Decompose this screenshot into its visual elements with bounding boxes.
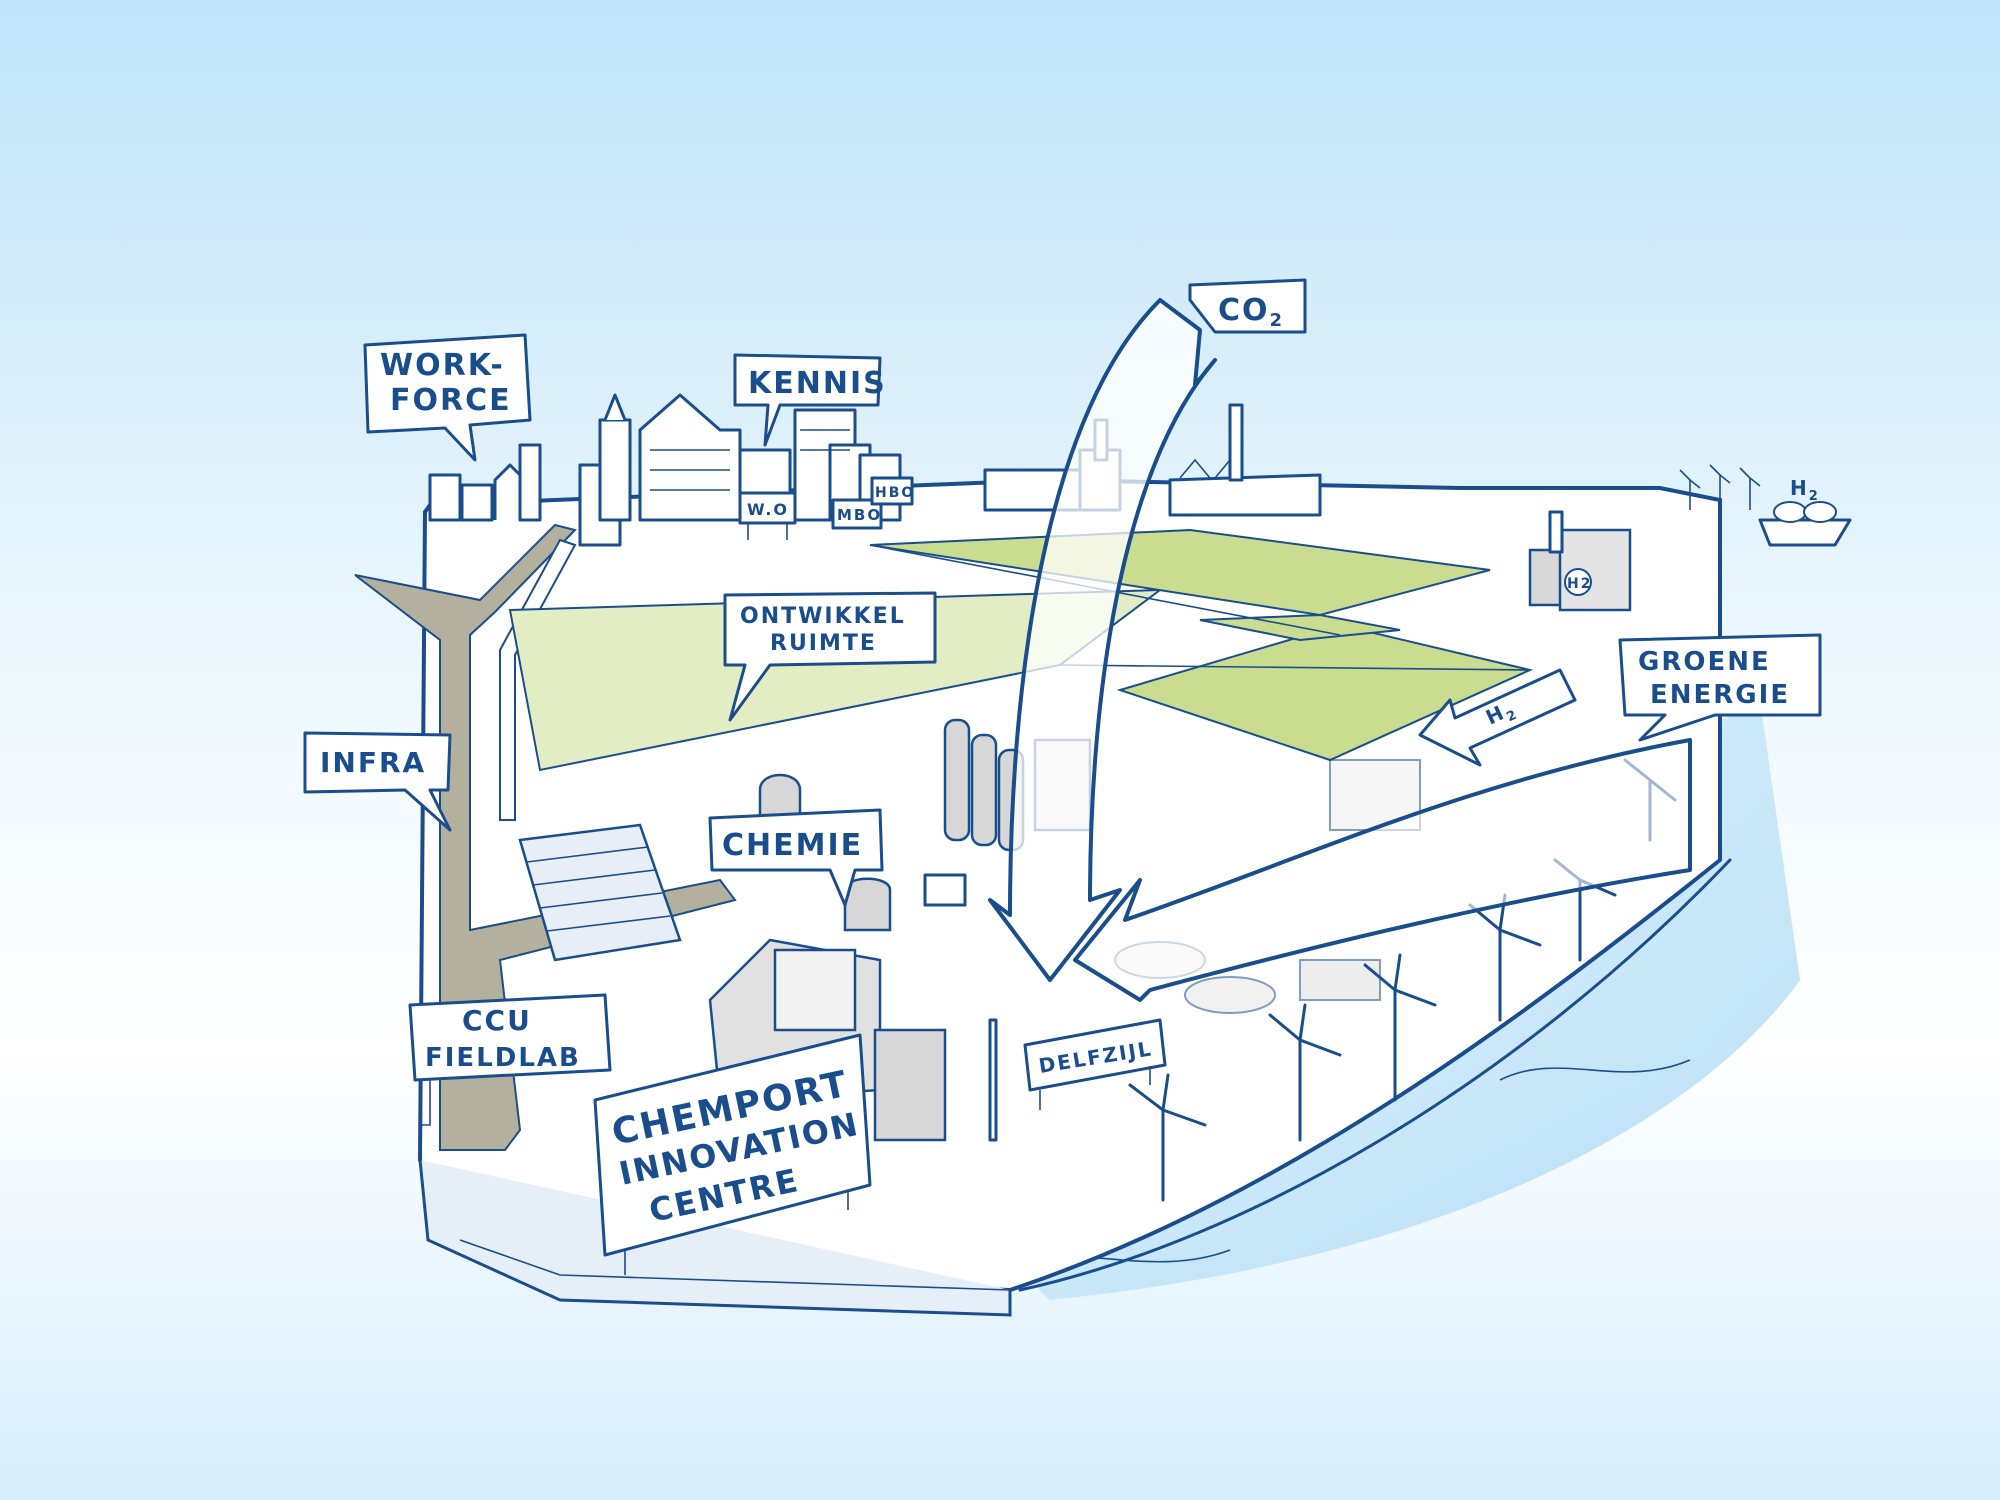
co2-arrow bbox=[988, 298, 1217, 982]
ccu-fieldlab-sign: CCU FIELDLAB bbox=[408, 993, 612, 1126]
mbo-label: MBO bbox=[837, 506, 882, 524]
ccu-label-line2: FIELDLAB bbox=[425, 1043, 581, 1073]
co2-label: CO bbox=[1218, 293, 1270, 328]
groene-label-line1: GROENE bbox=[1638, 647, 1771, 677]
kennis-label: KENNIS bbox=[748, 366, 887, 401]
delfzijl-sign: DELFZIJL bbox=[1023, 1018, 1167, 1110]
workforce-label-line2: FORCE bbox=[390, 383, 512, 418]
chemie-label: CHEMIE bbox=[722, 828, 863, 863]
ontwikkel-ruimte-sign: ONTWIKKEL RUIMTE bbox=[723, 591, 937, 722]
development-fields bbox=[508, 528, 1534, 772]
hbo-sign: HBO bbox=[870, 476, 915, 506]
chemie-sign: CHEMIE bbox=[708, 808, 884, 907]
infra-sign: INFRA bbox=[303, 731, 452, 832]
wo-sign: W.O bbox=[738, 491, 797, 540]
h2-plant: H2 bbox=[1528, 510, 1632, 612]
h2-boat: H2 bbox=[1758, 476, 1852, 547]
workforce-label-line1: WORK- bbox=[380, 348, 505, 383]
mbo-sign: MBO bbox=[831, 498, 883, 530]
chemport-innovation-centre-sign: CHEMPORT INNOVATION CENTRE bbox=[593, 1033, 872, 1275]
h2-boat-subscript: 2 bbox=[1809, 489, 1820, 504]
svg-text:CO2: CO2 bbox=[1218, 293, 1284, 331]
hbo-label: HBO bbox=[875, 485, 915, 501]
h2-tank-label: H2 bbox=[1567, 576, 1592, 592]
svg-text:H2: H2 bbox=[1790, 476, 1820, 504]
green-energy-arrow bbox=[1018, 738, 1732, 1292]
ontwikkel-label-line2: RUIMTE bbox=[770, 631, 877, 656]
groene-label-line2: ENERGIE bbox=[1650, 680, 1790, 710]
h2-boat-label: H bbox=[1790, 476, 1809, 500]
ontwikkel-label-line1: ONTWIKKEL bbox=[740, 604, 906, 629]
greenhouses bbox=[518, 823, 682, 962]
offshore-turbines bbox=[1679, 464, 1761, 510]
wo-label: W.O bbox=[747, 500, 789, 519]
kennis-sign: KENNIS bbox=[733, 353, 887, 447]
ccu-label-line1: CCU bbox=[462, 1004, 532, 1037]
co2-sign: CO2 bbox=[1188, 278, 1307, 334]
workforce-sign: WORK- FORCE bbox=[363, 333, 532, 462]
road bbox=[354, 523, 737, 1151]
h2-arrow: H2 bbox=[1418, 668, 1577, 767]
groene-energie-sign: GROENE ENERGIE bbox=[1618, 633, 1822, 742]
co2-subscript: 2 bbox=[1270, 310, 1285, 331]
infra-label: INFRA bbox=[320, 746, 426, 779]
